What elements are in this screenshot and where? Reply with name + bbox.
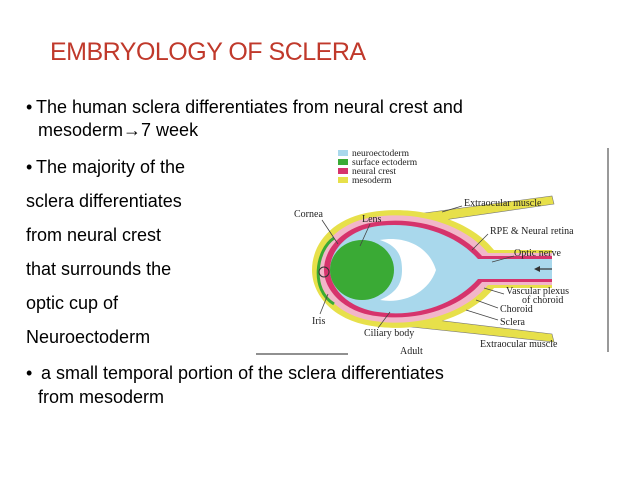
arrow-head-icon (534, 266, 540, 272)
label-optic-nerve: Optic nerve (514, 248, 561, 259)
bullet-1-line-2: mesoderm→7 week (38, 119, 198, 141)
eye-globe (312, 210, 552, 328)
cornea-shape (316, 236, 335, 306)
legend-label-mesoderm: mesoderm (352, 176, 392, 186)
bullet-text: a small temporal portion of the sclera d… (36, 363, 444, 383)
slide-title: EMBRYOLOGY OF SCLERA (50, 38, 366, 66)
label-adult: Adult (400, 346, 423, 356)
label-rpe-neural-retina: RPE & Neural retina (490, 226, 574, 237)
legend: neuroectoderm surface ectoderm neural cr… (338, 149, 418, 186)
bullet-symbol: • (26, 97, 33, 117)
legend-swatch-surface-ectoderm (338, 159, 348, 165)
bullet-symbol: • (26, 363, 33, 383)
bullet-1-line-1: •The human sclera differentiates from ne… (26, 96, 463, 118)
iris-marker (318, 266, 330, 278)
sclera-embryology-diagram: neuroectoderm surface ectoderm neural cr… (252, 144, 610, 356)
optic-cup-cavity (380, 239, 436, 301)
label-vascular-plexus: Vascular plexus (506, 286, 569, 297)
label-iris: Iris (312, 316, 325, 327)
bullet-text: The human sclera differentiates from neu… (36, 97, 463, 117)
label-extraocular-muscle-bottom: Extraocular muscle (480, 339, 558, 350)
label-lens: Lens (362, 214, 382, 225)
legend-label-surface-ectoderm: surface ectoderm (352, 157, 418, 168)
bullet-3-line-2: from mesoderm (38, 387, 165, 407)
label-ciliary-body: Ciliary body (364, 328, 414, 339)
lens-shape (330, 240, 394, 300)
bullet-2-line-6: Neuroectoderm (26, 327, 151, 347)
bullet-2-line-1: •The majority of the (26, 156, 185, 178)
label-extraocular-muscle-top: Extraocular muscle (464, 198, 542, 209)
bullet-2-line-3: from neural crest (26, 225, 162, 245)
bullet-3-line-1: • a small temporal portion of the sclera… (26, 362, 444, 384)
legend-label-neuroectoderm: neuroectoderm (352, 149, 410, 159)
bullet-text: The majority of the (36, 157, 186, 177)
bullet-2-line-5: optic cup of (26, 293, 119, 313)
eye-diagram-svg: neuroectoderm surface ectoderm neural cr… (256, 148, 609, 356)
bullet-2-line-2: sclera differentiates (26, 191, 182, 211)
bullet-symbol: • (26, 157, 33, 177)
arrow-icon: → (123, 120, 142, 140)
legend-swatch-mesoderm (338, 177, 348, 183)
bullet-text: 7 week (141, 120, 199, 140)
label-sclera: Sclera (500, 317, 526, 328)
bullet-2-line-4: that surrounds the (26, 259, 172, 279)
label-cornea: Cornea (294, 209, 323, 220)
legend-label-neural-crest: neural crest (352, 167, 396, 177)
leader-lines (256, 205, 515, 355)
bullet-text: mesoderm (38, 120, 124, 140)
legend-swatch-neural-crest (338, 168, 348, 174)
label-of-choroid: of choroid (522, 295, 563, 306)
legend-swatch-neuroectoderm (338, 150, 348, 156)
label-choroid: Choroid (500, 304, 533, 315)
neuroectoderm-layer (330, 224, 552, 314)
